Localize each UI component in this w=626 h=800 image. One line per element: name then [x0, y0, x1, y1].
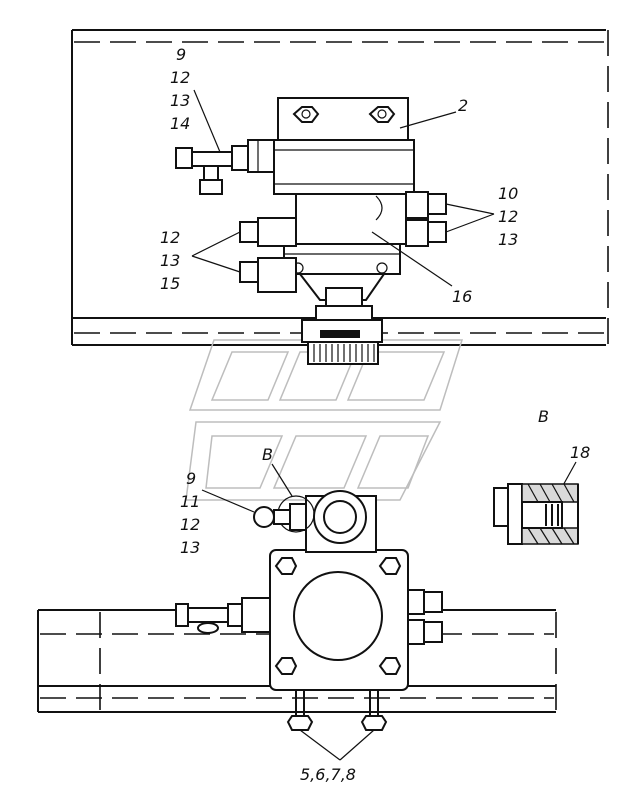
watermark-logo: [185, 339, 464, 501]
top-labels: 9 12 13 14 2 10 12 13 12 13 15 16: [160, 45, 518, 306]
bracket-bolt-right: [368, 106, 396, 123]
upper-valve-body: [273, 139, 415, 195]
leader-part-16: [371, 231, 453, 287]
label-top-left-1: 9: [176, 45, 186, 64]
leader-fasteners-b: [339, 729, 375, 761]
label-part-18: 18: [570, 443, 590, 462]
label-fasteners: 5,6,7,8: [300, 765, 356, 784]
left-fitting-lower: [239, 257, 297, 293]
diaphragm-cover: [293, 571, 383, 661]
label-top-right-3: 13: [498, 230, 518, 249]
label-bottom-left-2: 11: [180, 492, 200, 511]
leader-top-left-lower-b: [191, 255, 241, 273]
label-bottom-left-1: 9: [186, 469, 196, 488]
label-bottom-left-3: 12: [180, 515, 200, 534]
leader-bottom-left: [201, 489, 255, 513]
spring-element: [545, 504, 559, 526]
bottom-labels: В 9 11 12 13 5,6,7,8: [180, 445, 375, 784]
label-part-2: 2: [458, 96, 468, 115]
label-top-right-2: 12: [498, 207, 518, 226]
leader-top-left: [193, 89, 221, 153]
right-fitting-lower: [405, 219, 447, 247]
bottom-bolt-right: [360, 690, 388, 731]
leader-part-2: [399, 111, 457, 129]
label-bottom-left-4: 13: [180, 538, 200, 557]
leader-view-b: [271, 463, 293, 497]
left-fitting-upper: [239, 217, 297, 247]
top-valve-assembly: [175, 97, 447, 365]
bottom-right-fitting-lower: [407, 619, 443, 645]
bottom-bolt-left: [286, 690, 314, 731]
label-top-left-3: 13: [170, 91, 190, 110]
bottom-left-tee: [175, 597, 271, 634]
leader-top-left-lower-a: [191, 231, 241, 257]
label-top-left-lower-3: 15: [160, 274, 180, 293]
knob-knurling: [313, 344, 375, 362]
label-top-left-2: 12: [170, 68, 190, 87]
left-tee-fitting: [175, 139, 275, 195]
leader-fasteners-a: [299, 729, 341, 761]
label-top-left-lower-2: 13: [160, 251, 180, 270]
view-b-detail: В 18: [493, 407, 590, 545]
view-b-marker-label: В: [262, 445, 273, 464]
bottom-valve-assembly: [175, 490, 443, 731]
bottom-right-fitting-upper: [407, 589, 443, 615]
bracket-bolt-left: [292, 106, 320, 123]
right-fitting-upper: [405, 191, 447, 219]
label-top-left-lower-1: 12: [160, 228, 180, 247]
lower-flange: [283, 243, 401, 275]
label-top-right-1: 10: [498, 184, 518, 203]
bottom-left-elbow: [253, 503, 307, 531]
view-b-title: В: [538, 407, 549, 426]
label-top-left-4: 14: [170, 114, 190, 133]
leader-top-right-b: [445, 213, 495, 233]
middle-valve-body: [295, 193, 407, 245]
label-part-16: 16: [452, 287, 472, 306]
leader-top-right-a: [445, 203, 495, 215]
